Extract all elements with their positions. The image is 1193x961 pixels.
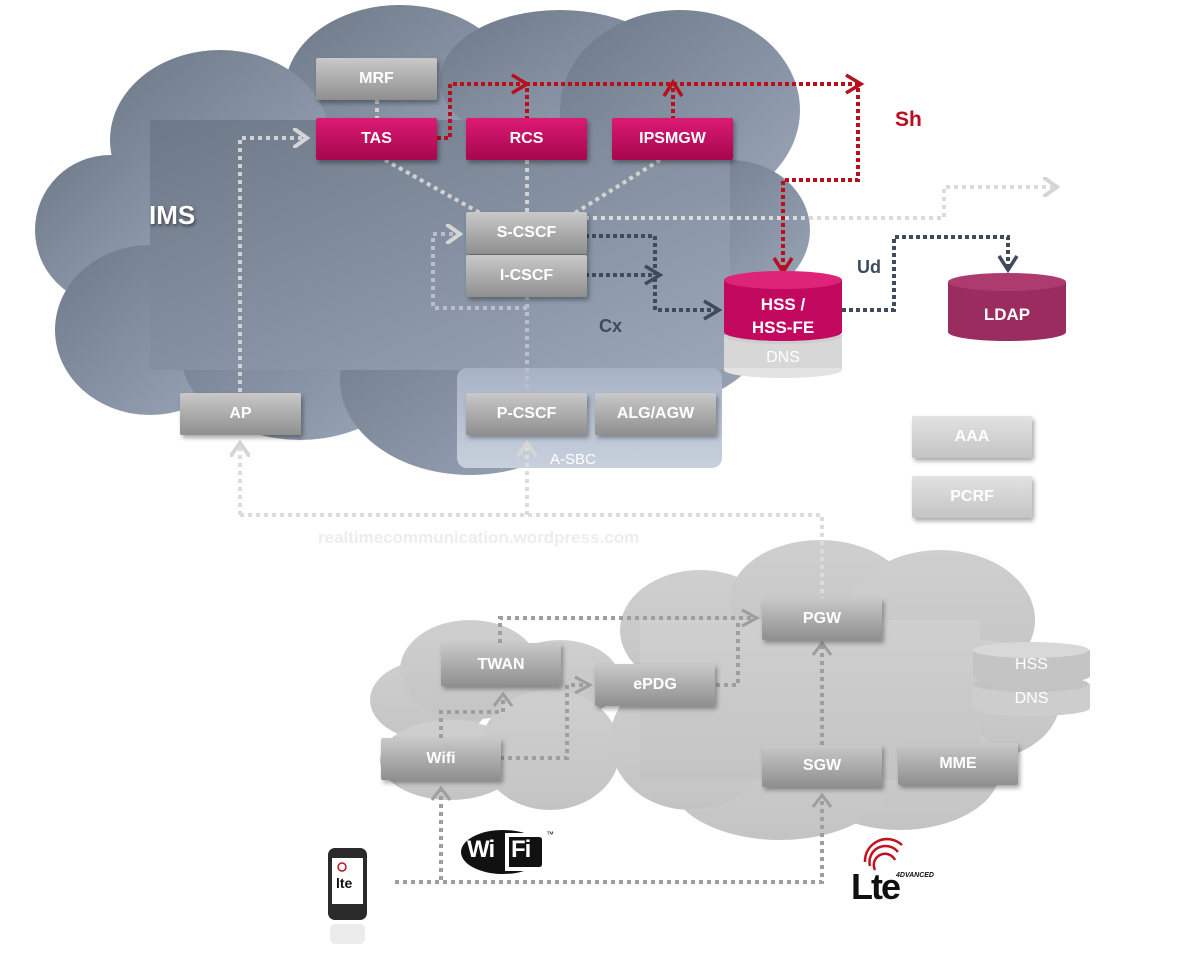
- sh-bus-to-hss: [525, 82, 860, 272]
- p-cscf-node[interactable]: P-CSCF: [466, 393, 587, 435]
- tas-node[interactable]: TAS: [316, 118, 437, 160]
- wifi-logo-left-text: Wi: [467, 836, 495, 863]
- tas-to-scscf-link: [384, 158, 481, 215]
- cx-ud-arrowheads: [644, 255, 1019, 321]
- epdg-node[interactable]: ePDG: [595, 664, 715, 706]
- hss-label-line1: HSS /: [760, 295, 806, 314]
- ims-label: IMS: [149, 200, 196, 230]
- phone-screen-lte-text: lte: [336, 875, 353, 891]
- ud-interface-label: Ud: [857, 257, 881, 277]
- lte-signal-icon: [863, 837, 903, 871]
- rcs-node[interactable]: RCS: [466, 118, 587, 160]
- twan-to-pgw-link: [498, 616, 757, 643]
- lte-logo-text: Lte: [851, 866, 901, 907]
- phone-device: [328, 848, 367, 944]
- sh-links: [437, 82, 860, 272]
- i-cscf-node[interactable]: I-CSCF: [466, 255, 587, 297]
- watermark-text: realtimecommunication.wordpress.com: [318, 528, 640, 547]
- wifi-logo-right-text: Fi: [511, 836, 531, 863]
- scscf-to-external-link: [585, 187, 1055, 220]
- ipsmgw-to-scscf-link: [573, 158, 662, 215]
- phone-to-wifi-link: [395, 790, 443, 884]
- wifi-logo-trademark: ™: [546, 830, 554, 839]
- dns-label: DNS: [766, 349, 800, 366]
- twan-node[interactable]: TWAN: [441, 643, 561, 686]
- access-dns-label: DNS: [1014, 690, 1049, 707]
- hss-label-line2: HSS-FE: [751, 318, 815, 337]
- epdg-to-pgw-link: [716, 620, 740, 687]
- hss-cylinder: [724, 271, 842, 378]
- ap-node[interactable]: AP: [180, 393, 301, 435]
- wifi-node[interactable]: Wifi: [381, 738, 501, 780]
- lte-logo-subtext: 4DVANCED: [896, 872, 934, 879]
- pcrf-node[interactable]: PCRF: [912, 476, 1032, 518]
- access-internal-links: [395, 616, 824, 884]
- phone-to-sgw-link: [395, 797, 824, 884]
- loop-to-scscf-link: [431, 234, 527, 310]
- wifi-logo: [461, 830, 546, 874]
- hss-label: HSS / HSS-FE: [724, 293, 842, 339]
- access-hss-label: HSS: [1015, 656, 1048, 673]
- aaa-node[interactable]: AAA: [912, 416, 1032, 458]
- access-uplinks: [240, 445, 824, 598]
- wifi-to-twan-link: [439, 695, 505, 738]
- mrf-node[interactable]: MRF: [316, 58, 437, 100]
- access-arrowheads: [430, 608, 833, 808]
- pgw-node[interactable]: PGW: [762, 598, 882, 640]
- sh-interface-label: Sh: [895, 108, 922, 131]
- ipsmgw-node[interactable]: IPSMGW: [612, 118, 733, 160]
- ldap-label: LDAP: [983, 305, 1031, 324]
- sh-arrowheads: [511, 73, 865, 276]
- a-sbc-label: A-SBC: [550, 451, 596, 468]
- access-cloud: [370, 540, 1060, 840]
- sgw-node[interactable]: SGW: [762, 745, 882, 787]
- ims-internal-links: [238, 100, 1055, 392]
- access-hss-dns-cylinder: [973, 642, 1090, 717]
- pgw-uplink: [240, 513, 824, 598]
- cx-interface-label: Cx: [599, 316, 623, 336]
- ap-to-tas-link: [238, 138, 305, 392]
- ldap-cylinder: [948, 273, 1066, 341]
- wifi-to-epdg-link: [500, 683, 590, 760]
- mme-node[interactable]: MME: [898, 743, 1018, 785]
- s-cscf-node[interactable]: S-CSCF: [466, 212, 587, 254]
- alg-agw-node[interactable]: ALG/AGW: [595, 393, 716, 435]
